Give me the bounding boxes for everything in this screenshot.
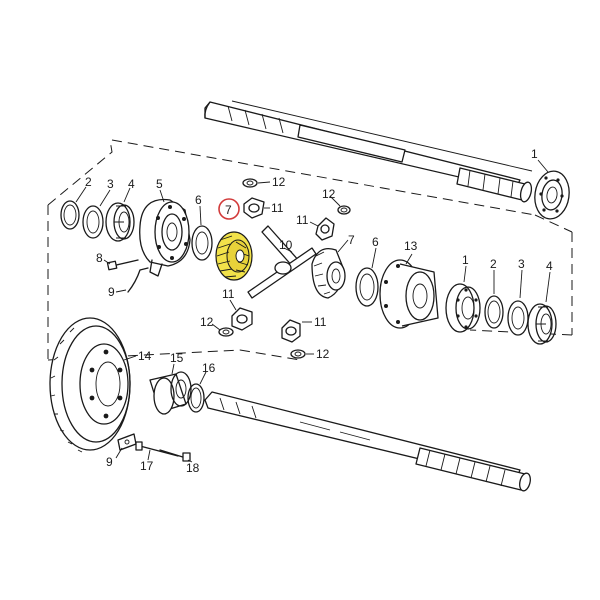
callout-2-right: 2	[490, 257, 497, 271]
part-4-bearing-right	[527, 303, 557, 345]
callout-2-left: 2	[85, 175, 92, 189]
part-9-lock-tab	[117, 433, 137, 451]
callout-1-top: 1	[531, 147, 538, 161]
callout-4-left: 4	[128, 177, 135, 191]
part-7-side-gear-right	[311, 247, 346, 299]
callout-9-bottom: 9	[106, 455, 113, 469]
highlight-ring	[218, 198, 240, 220]
part-12-washer-top	[242, 178, 258, 188]
callout-11-upper-right: 11	[296, 213, 309, 227]
callout-9-top: 9	[108, 285, 115, 299]
part-12-washer-upper-right	[337, 205, 351, 215]
part-17-pin	[135, 441, 179, 457]
callout-3-right: 3	[518, 257, 525, 271]
callout-14: 14	[138, 349, 152, 363]
callout-6-left: 6	[195, 193, 202, 207]
part-5-diff-case	[139, 198, 191, 277]
part-7-side-gear-highlighted	[215, 231, 253, 281]
part-11-pinion-upper-right	[315, 217, 335, 241]
part-10-spider-cross	[247, 225, 317, 299]
part-9-lockwire	[127, 267, 149, 293]
callout-12-left: 12	[200, 315, 214, 329]
part-18-bolt	[159, 449, 191, 462]
callout-12-bottom: 12	[316, 347, 330, 361]
callout-8: 8	[96, 251, 103, 265]
part-11-pinion-left	[231, 307, 253, 331]
callout-5: 5	[156, 177, 163, 191]
callout-3-left: 3	[107, 177, 114, 191]
part-4-bearing-left	[105, 202, 135, 242]
callout-16: 16	[202, 361, 216, 375]
part-11-pinion-lower-right	[281, 319, 301, 343]
callout-15: 15	[170, 351, 184, 365]
callout-6-right: 6	[372, 235, 379, 249]
callout-13: 13	[404, 239, 418, 253]
part-3-ring-right	[507, 300, 529, 336]
callout-18: 18	[186, 461, 200, 475]
part-11-pinion-top	[243, 197, 265, 219]
callout-7-highlighted: 7	[225, 203, 232, 217]
callout-10: 10	[279, 238, 293, 252]
part-2-ring-left	[60, 200, 80, 230]
callout-11-left: 11	[222, 287, 235, 301]
callout-17: 17	[140, 459, 154, 473]
part-12-washer-bottom	[290, 349, 306, 359]
callout-1-right: 1	[462, 253, 469, 267]
part-16-snap-ring	[187, 383, 205, 413]
part-13-diff-case-right	[379, 259, 439, 329]
part-15-bevel-pinion-hub	[149, 371, 192, 415]
callout-11-lower-right: 11	[314, 315, 327, 329]
callout-7-right: 7	[348, 233, 355, 247]
part-1-bearing-right	[445, 283, 481, 333]
part-6-washer-right	[355, 267, 379, 307]
callout-4-right: 4	[546, 259, 553, 273]
callout-12-upper-right: 12	[322, 187, 336, 201]
part-6-washer-left	[191, 225, 213, 261]
part-14-ring-gear	[49, 317, 131, 453]
callout-11-top: 11	[271, 201, 284, 215]
part-12-washer-left	[218, 327, 234, 337]
upper-shaft	[204, 100, 570, 220]
part-3-ring-left	[82, 205, 104, 239]
callout-12-top: 12	[272, 175, 286, 189]
lower-shaft	[204, 391, 531, 492]
part-8-bolt	[106, 259, 139, 271]
part-2-ring-right	[484, 295, 504, 329]
